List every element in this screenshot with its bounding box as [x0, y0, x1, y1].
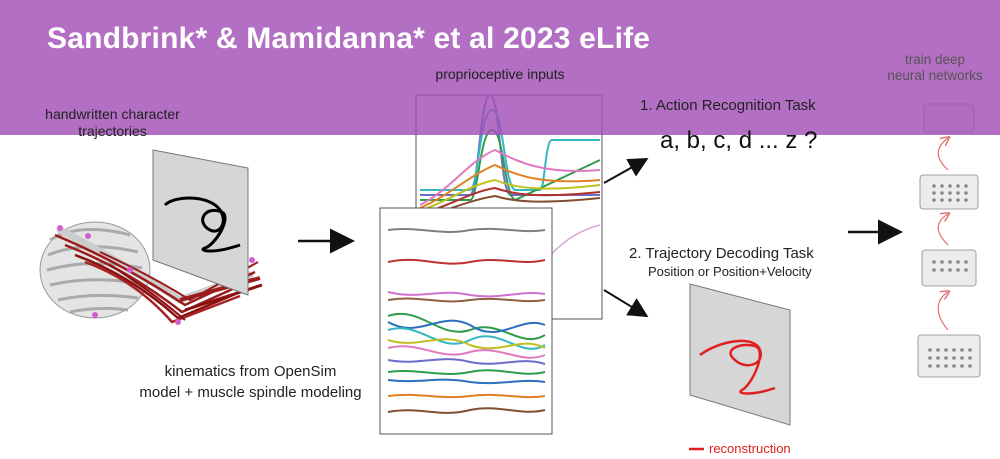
kinematics-signal-panel [379, 207, 553, 435]
arrow-to-task2-icon [603, 289, 649, 318]
neural-network-layer-icon [917, 103, 981, 378]
reconstruction-legend-label: reconstruction [709, 441, 791, 456]
handwriting-panel [152, 149, 249, 296]
task2-sublabel: Position or Position+Velocity [648, 264, 812, 279]
arrow-to-task1-icon [603, 158, 649, 184]
kinematics-label: kinematics from OpenSim model + muscle s… [139, 363, 362, 401]
network-flow-arrow-icon [937, 214, 948, 246]
network-flow-arrow-icon [937, 292, 948, 331]
train-networks-label: train deep neural networks [887, 52, 983, 83]
arm-skeleton-icon [39, 221, 263, 325]
network-flow-arrow-icon [937, 138, 948, 171]
reconstruction-panel [689, 283, 791, 426]
task1-letters: a, b, c, d ... z ? [660, 127, 818, 154]
task2-label: 2. Trajectory Decoding Task [629, 245, 814, 262]
proprioceptive-label: proprioceptive inputs [435, 66, 565, 82]
banner-title: Sandbrink* & Mamidanna* et al 2023 eLife [47, 22, 651, 55]
title-banner [0, 0, 1000, 135]
handwritten-label: handwritten character trajectories [45, 106, 180, 139]
task1-label: 1. Action Recognition Task [640, 97, 816, 114]
